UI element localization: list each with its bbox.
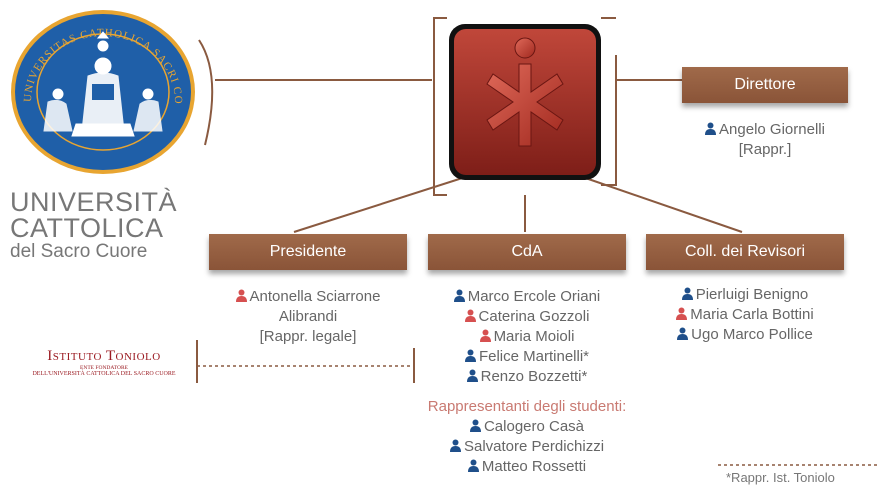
direttore-members: Angelo Giornelli [Rappr.] <box>682 120 848 160</box>
person-name: Antonella Sciarrone <box>249 288 381 305</box>
line-logo-revisori <box>570 172 743 233</box>
person-name: Renzo Bozzetti* <box>480 368 588 385</box>
university-name-line3: del Sacro Cuore <box>10 241 148 262</box>
person-female-icon <box>676 307 688 320</box>
person-item: Ugo Marco Pollice <box>646 325 844 345</box>
toniolo-subtitle2: DELL'UNIVERSITÀ CATTOLICA DEL SACRO CUOR… <box>32 371 176 377</box>
university-seal-icon: UNIVERSITAS CATHOLICA SACRI CORDIS IESU … <box>6 6 195 174</box>
person-female-icon <box>479 329 491 342</box>
revisori-box: Coll. dei Revisori <box>646 234 844 270</box>
person-male-icon <box>453 289 465 302</box>
person-male-icon <box>677 327 689 340</box>
person-male-icon <box>681 287 693 300</box>
person-item: Salvatore Perdichizzi <box>408 437 646 457</box>
person-name: Felice Martinelli* <box>478 348 590 365</box>
person-male-icon <box>449 439 461 452</box>
seal-bracket <box>198 39 214 146</box>
person-male-icon <box>467 459 479 472</box>
person-male-icon <box>469 419 481 432</box>
person-name: Ugo Marco Pollice <box>691 326 813 343</box>
cda-box: CdA <box>428 234 626 270</box>
person-male-icon <box>705 122 717 135</box>
presidente-members: Antonella Sciarrone Alibrandi [Rappr. le… <box>209 287 407 347</box>
person-item: Pierluigi Benigno <box>646 285 844 305</box>
direttore-note: [Rappr.] <box>738 141 792 158</box>
logo-bracket-right2 <box>601 55 617 186</box>
person-name: Maria Moioli <box>493 328 575 345</box>
footnote: *Rappr. Ist. Toniolo <box>726 470 835 485</box>
university-name: UNIVERSITÀ CATTOLICA del Sacro Cuore <box>10 189 180 263</box>
person-item: Marco Ercole Oriani <box>408 287 646 307</box>
person-female-icon <box>235 289 247 302</box>
person-name: Pierluigi Benigno <box>695 286 809 303</box>
cda-members: Marco Ercole Oriani Caterina Gozzoli Mar… <box>408 287 646 477</box>
university-name-line2: CATTOLICA <box>10 213 164 243</box>
person-female-icon <box>464 309 476 322</box>
person-male-icon <box>466 369 478 382</box>
logo-bracket-left <box>433 17 447 196</box>
university-name-line1: UNIVERSITÀ <box>10 187 178 217</box>
presidente-extra2: [Rappr. legale] <box>259 328 357 345</box>
person-name: Calogero Casà <box>483 418 585 435</box>
person-name: Angelo Giornelli <box>719 121 825 138</box>
presidente-box: Presidente <box>209 234 407 270</box>
students-caption: Rappresentanti degli studenti: <box>427 398 627 415</box>
person-item: Felice Martinelli* <box>408 347 646 367</box>
person-name: Maria Carla Bottini <box>690 306 814 323</box>
person-name: Marco Ercole Oriani <box>467 288 601 305</box>
person-item: Renzo Bozzetti* <box>408 367 646 387</box>
revisori-members: Pierluigi Benigno Maria Carla Bottini Ug… <box>646 285 844 345</box>
asterisk-logo-icon <box>449 24 601 180</box>
person-item: Matteo Rossetti <box>408 457 646 477</box>
presidente-extra1: Alibrandi <box>278 308 338 325</box>
direttore-box: Direttore <box>682 67 848 103</box>
person-item: Caterina Gozzoli <box>408 307 646 327</box>
person-name: Salvatore Perdichizzi <box>463 438 605 455</box>
person-item: Antonella Sciarrone <box>209 287 407 307</box>
toniolo-title: Istituto Toniolo <box>47 348 161 364</box>
person-item: Maria Moioli <box>408 327 646 347</box>
person-name: Matteo Rossetti <box>481 458 587 475</box>
person-item: Maria Carla Bottini <box>646 305 844 325</box>
line-logo-presidente <box>293 172 479 233</box>
toniolo-logo: Istituto Toniolo ENTE FONDATORE DELL'UNI… <box>14 348 194 378</box>
person-name: Caterina Gozzoli <box>478 308 590 325</box>
person-item: Angelo Giornelli <box>682 120 848 140</box>
toniolo-subtitle1: ENTE FONDATORE <box>79 365 129 371</box>
person-item: Calogero Casà <box>408 417 646 437</box>
person-male-icon <box>464 349 476 362</box>
